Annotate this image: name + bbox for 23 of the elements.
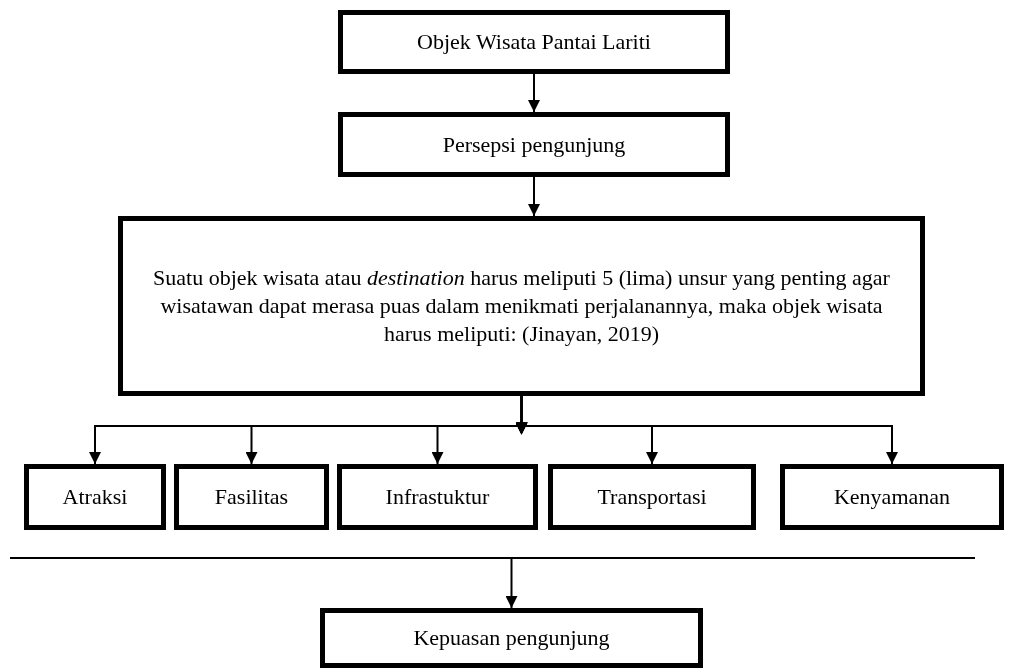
box-label: Fasilitas <box>214 483 289 511</box>
process-box <box>174 464 329 530</box>
arrow <box>528 176 540 217</box>
process-box <box>320 608 703 668</box>
process-box <box>338 10 730 74</box>
process-box <box>24 464 166 530</box>
text-box <box>118 216 925 396</box>
process-box <box>548 464 756 530</box>
box-label: Infrastuktur <box>385 483 490 511</box>
arrow <box>528 73 540 113</box>
box-label: Persepsi pengunjung <box>442 130 626 159</box>
arrow <box>515 395 898 465</box>
box-label: Objek Wisata Pantai Lariti <box>417 28 651 56</box>
box-label: Transportasi <box>597 483 707 511</box>
process-box <box>337 464 538 530</box>
box-label: Kepuasan pengunjung <box>413 624 610 652</box>
box-label: Suatu objek wisata atau destination harus meliputi 5 (lima) unsur yang penting agar wisatawan dapat merasa puas dalam menikmati perjalanannya, maka objek wisata harus meliputi: (Jinayan, 2019) <box>152 264 891 348</box>
arrow <box>505 558 518 609</box>
process-box <box>338 112 730 177</box>
box-label: Kenyamanan <box>833 483 951 511</box>
process-box <box>780 464 1004 530</box>
merge-line <box>10 557 975 559</box>
box-label: Atraksi <box>62 483 128 511</box>
